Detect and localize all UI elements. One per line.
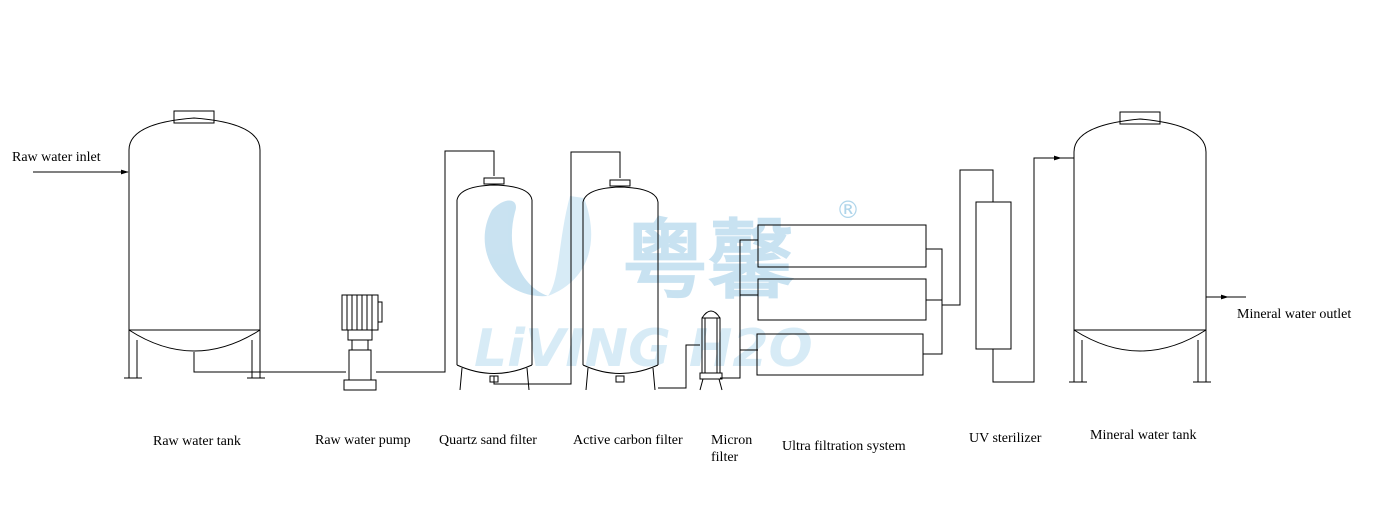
pipe-quartz-to-carbon: [493, 151, 621, 385]
label-raw-water-tank: Raw water tank: [153, 434, 241, 449]
mineral-water-tank: [1069, 111, 1211, 383]
logo-swoosh-icon-2: [548, 196, 592, 296]
watermark-brand-en: LiVING H2O: [474, 319, 813, 379]
pipe-pump-to-quartz: [376, 150, 495, 373]
raw-water-pump: [341, 294, 383, 391]
label-raw-water-inlet: Raw water inlet: [12, 150, 101, 165]
watermark-logo: 粤馨 LiVING H2O: [474, 196, 813, 379]
label-mineral-water-outlet: Mineral water outlet: [1237, 307, 1352, 322]
micron-filter: [699, 310, 723, 391]
pipe-tank-to-pump: [193, 352, 346, 373]
raw-water-tank: [124, 110, 265, 379]
watermark-brand-cn: 粤馨: [622, 211, 795, 311]
logo-swoosh-icon: [484, 200, 548, 297]
label-uv-sterilizer: UV sterilizer: [969, 431, 1042, 446]
label-mineral-water-tank: Mineral water tank: [1090, 428, 1197, 443]
label-micron-filter: Micron filter: [711, 433, 753, 465]
label-raw-water-pump: Raw water pump: [315, 433, 411, 448]
pipe-uv-to-mineral: [992, 155, 1062, 383]
label-ultra-filtration-system: Ultra filtration system: [782, 439, 906, 454]
pipe-uf-to-uv: [942, 169, 994, 306]
quartz-sand-filter: [456, 177, 533, 391]
ultra-filtration-system: [756, 224, 943, 376]
pipe-micron-to-uf: [720, 239, 758, 379]
label-quartz-sand-filter: Quartz sand filter: [439, 433, 537, 448]
label-active-carbon-filter: Active carbon filter: [573, 433, 683, 448]
uv-sterilizer: [975, 201, 1012, 350]
pipe-carbon-to-micron: [658, 344, 700, 389]
registered-mark-icon: ®: [836, 196, 860, 224]
active-carbon-filter: [582, 179, 659, 391]
